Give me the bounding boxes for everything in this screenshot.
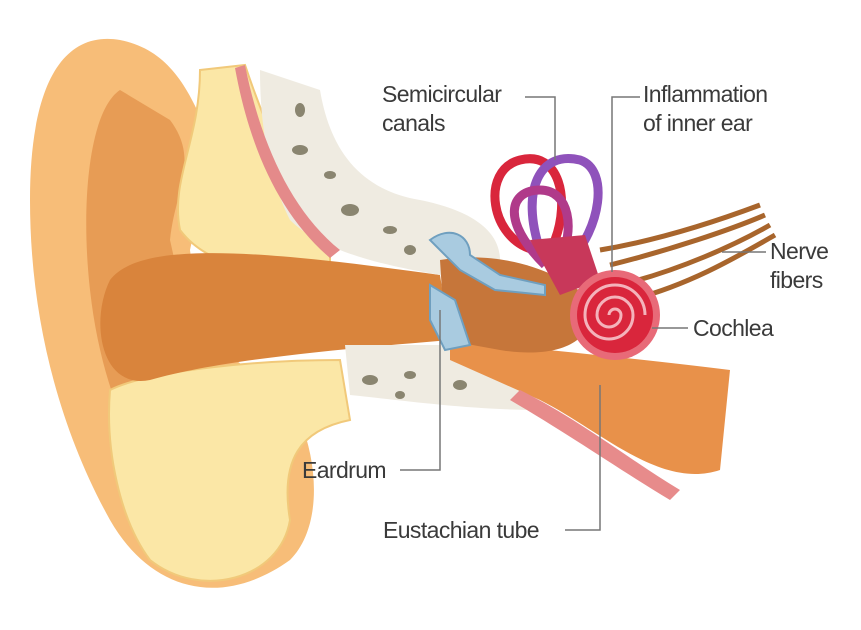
label-inflammation-inner-ear: Inflammation of inner ear [643, 80, 768, 138]
cochlea-shape [570, 270, 660, 360]
label-nerve-fibers: Nerve fibers [770, 237, 829, 295]
label-semicircular-canals: Semicircular canals [382, 80, 502, 138]
eustachian-tube-shape [450, 340, 730, 474]
ear-canal [100, 253, 451, 381]
label-line: Inflammation [643, 81, 768, 107]
label-line: Nerve [770, 238, 829, 264]
temporal-bone-lower [345, 345, 540, 410]
label-cochlea: Cochlea [693, 315, 774, 341]
bone-spots [292, 103, 467, 399]
semicircular-canals [490, 154, 603, 269]
label-line: of inner ear [643, 110, 753, 136]
fat-tissue-lower [108, 358, 352, 582]
temporal-bone-upper [260, 70, 500, 275]
label-eardrum: Eardrum [302, 457, 387, 483]
label-eustachian-tube: Eustachian tube [383, 517, 540, 543]
label-line: fibers [770, 267, 823, 293]
vestibule [530, 235, 600, 295]
ossicles [428, 231, 546, 297]
label-line: canals [382, 110, 445, 136]
label-line: Semicircular [382, 81, 502, 107]
leader-lines [400, 96, 766, 531]
